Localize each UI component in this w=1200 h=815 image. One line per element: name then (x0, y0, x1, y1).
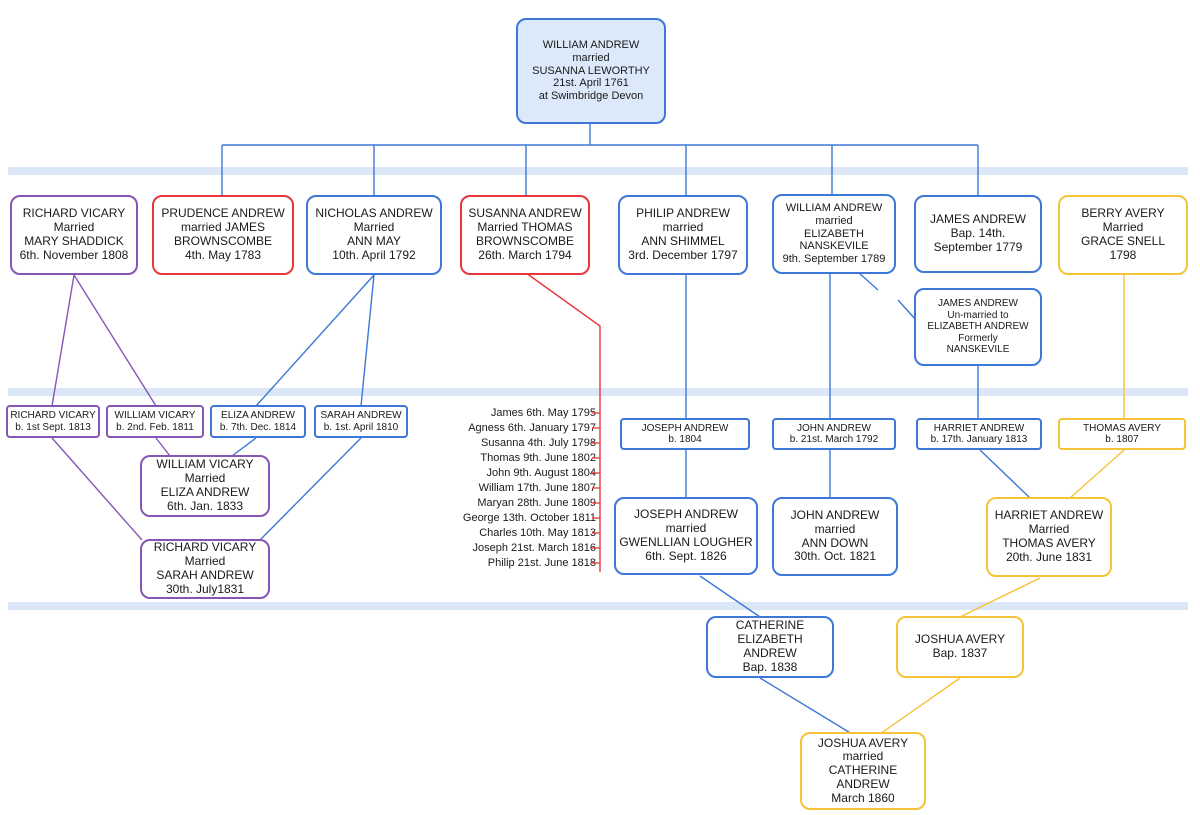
harriet-andrew-couple-box: HARRIET ANDREW Married THOMAS AVERY 20th… (986, 497, 1112, 577)
link-nicholas-sarah (360, 274, 375, 407)
generation-band-2 (8, 388, 1188, 396)
list-item: Maryan 28th. June 1809 (477, 497, 596, 509)
generation-band-3 (8, 602, 1188, 610)
berry-avery-couple-box: BERRY AVERY Married GRACE SNELL 1798 (1058, 195, 1188, 275)
list-item: Susanna 4th. July 1798 (481, 437, 596, 449)
joseph-andrew-child-box: JOSEPH ANDREW b. 1804 (620, 418, 750, 450)
john-andrew-couple-box: JOHN ANDREW married ANN DOWN 30th. Oct. … (772, 497, 898, 576)
susanna-andrew-couple-box: SUSANNA ANDREW Married THOMAS BROWNSCOMB… (460, 195, 590, 275)
eliza-andrew-child-box: ELIZA ANDREW b. 7th. Dec. 1814 (210, 405, 306, 438)
link-richard-richardchild (51, 274, 75, 407)
link-richard-williamchild (73, 274, 157, 407)
joshua-catherine-couple-box: JOSHUA AVERY married CATHERINE ANDREW Ma… (800, 732, 926, 810)
link-james-jamesunmarried (897, 299, 917, 321)
richard-vicary-child-box: RICHARD VICARY b. 1st Sept. 1813 (6, 405, 100, 438)
link-josephmarried-catherine (699, 575, 761, 618)
william-vicary-child-box: WILLIAM VICARY b. 2nd. Feb. 1811 (106, 405, 204, 438)
catherine-andrew-box: CATHERINE ELIZABETH ANDREW Bap. 1838 (706, 616, 834, 678)
link-susanna-children (525, 272, 601, 572)
list-item: John 9th. August 1804 (486, 467, 596, 479)
link-joshua-joshuacatherine (879, 677, 961, 735)
joseph-andrew-couple-box: JOSEPH ANDREW married GWENLLIAN LOUGHER … (614, 497, 758, 575)
list-item: George 13th. October 1811 (462, 512, 596, 524)
joshua-avery-box: JOSHUA AVERY Bap. 1837 (896, 616, 1024, 678)
philip-andrew-couple-box: PHILIP ANDREW married ANN SHIMMEL 3rd. D… (618, 195, 748, 275)
prudence-andrew-couple-box: PRUDENCE ANDREW married JAMES BROWNSCOMB… (152, 195, 294, 275)
thomas-avery-child-box: THOMAS AVERY b. 1807 (1058, 418, 1186, 450)
link-sarah-richardmarried (259, 437, 362, 541)
link-harrietmarried-joshua (959, 577, 1041, 618)
list-item: Philip 21st. June 1818 (487, 557, 596, 569)
nicholas-andrew-couple-box: NICHOLAS ANDREW Married ANN MAY 10th. Ap… (306, 195, 442, 275)
link-williamchild-williammarried (155, 437, 171, 457)
link-william-james (857, 271, 879, 291)
root-couple-box: WILLIAM ANDREW married SUSANNA LEWORTHY … (516, 18, 666, 124)
link-harriet-harrietmarried (979, 449, 1031, 499)
link-richardchild-richardmarried (51, 437, 143, 541)
list-item: William 17th. June 1807 (478, 482, 596, 494)
link-thomas-harrietmarried (1069, 449, 1125, 499)
list-item: Thomas 9th. June 1802 (480, 452, 596, 464)
sarah-andrew-child-box: SARAH ANDREW b. 1st. April 1810 (314, 405, 408, 438)
william-vicary-couple-box: WILLIAM VICARY Married ELIZA ANDREW 6th.… (140, 455, 270, 517)
list-item: Agness 6th. January 1797 (468, 422, 596, 434)
link-catherine-joshua (759, 677, 853, 735)
harriet-andrew-child-box: HARRIET ANDREW b. 17th. January 1813 (916, 418, 1042, 450)
william-andrew-couple-box: WILLIAM ANDREW married ELIZABETH NANSKEV… (772, 194, 896, 274)
richard-vicary-sarah-couple-box: RICHARD VICARY Married SARAH ANDREW 30th… (140, 539, 270, 599)
richard-vicary-couple-box: RICHARD VICARY Married MARY SHADDICK 6th… (10, 195, 138, 275)
james-andrew-box: JAMES ANDREW Bap. 14th. September 1779 (914, 195, 1042, 273)
james-andrew-unmarried-box: JAMES ANDREW Un-married to ELIZABETH AND… (914, 288, 1042, 366)
list-item: Joseph 21st. March 1816 (472, 542, 596, 554)
generation-band-1 (8, 167, 1188, 175)
list-item: Charles 10th. May 1813 (479, 527, 596, 539)
link-nicholas-eliza (255, 274, 375, 407)
root-couple-text: WILLIAM ANDREW married SUSANNA LEWORTHY … (532, 39, 650, 102)
list-item: James 6th. May 1795 (490, 407, 596, 419)
link-eliza-williammarried (231, 437, 257, 457)
john-andrew-child-box: JOHN ANDREW b. 21st. March 1792 (772, 418, 896, 450)
